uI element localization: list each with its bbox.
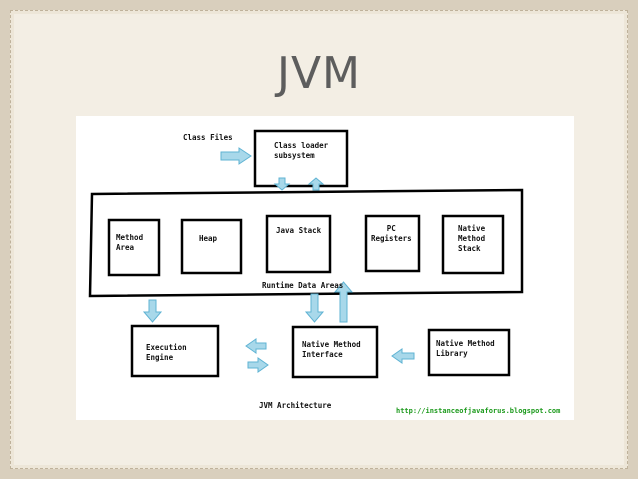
native-method-library-label: Native Method Library	[436, 339, 495, 358]
slide-title: JVM	[276, 48, 362, 99]
class-loader-box	[253, 129, 349, 188]
method-area-box	[107, 218, 161, 277]
pc-registers-box	[364, 214, 421, 273]
arrow-interface-to-execution	[245, 338, 267, 354]
native-method-stack-box	[441, 214, 505, 275]
runtime-data-areas-label: Runtime Data Areas	[262, 281, 344, 290]
native-method-interface-label: Native Method Interface	[302, 340, 361, 359]
class-files-label: Class Files	[183, 133, 233, 142]
method-area-label: Method Area	[116, 233, 144, 252]
pc-registers-label: PC Registers	[371, 224, 412, 243]
runtime-data-areas-container	[88, 188, 524, 298]
arrow-library-to-interface	[391, 348, 415, 364]
arrow-class-files-to-loader	[220, 147, 252, 165]
arrow-loader-down	[273, 177, 291, 191]
source-url-link[interactable]: http://instanceofjavaforus.blogspot.com	[396, 407, 561, 415]
arrow-execution-to-interface	[247, 357, 269, 373]
heap-label: Heap	[199, 234, 218, 243]
arrow-native-interface-to-runtime	[333, 281, 354, 323]
heap-box	[180, 218, 243, 275]
arrow-runtime-up	[307, 177, 325, 191]
diagram-caption: JVM Architecture	[259, 401, 332, 410]
native-method-interface-box	[291, 325, 379, 379]
execution-engine-box	[130, 324, 220, 378]
diagram-canvas	[88, 129, 524, 379]
java-stack-label: Java Stack	[276, 226, 322, 235]
java-stack-box	[265, 214, 332, 274]
execution-engine-label: Execution Engine	[146, 343, 187, 362]
arrow-runtime-to-execution	[142, 299, 163, 323]
native-method-library-box	[427, 328, 511, 377]
class-loader-label: Class loader subsystem	[274, 141, 329, 160]
jvm-diagram: Class Files Class loader subsystem Metho…	[76, 116, 574, 420]
native-method-stack-label: Native Method Stack	[458, 224, 486, 253]
arrow-runtime-to-native-interface	[304, 293, 325, 323]
